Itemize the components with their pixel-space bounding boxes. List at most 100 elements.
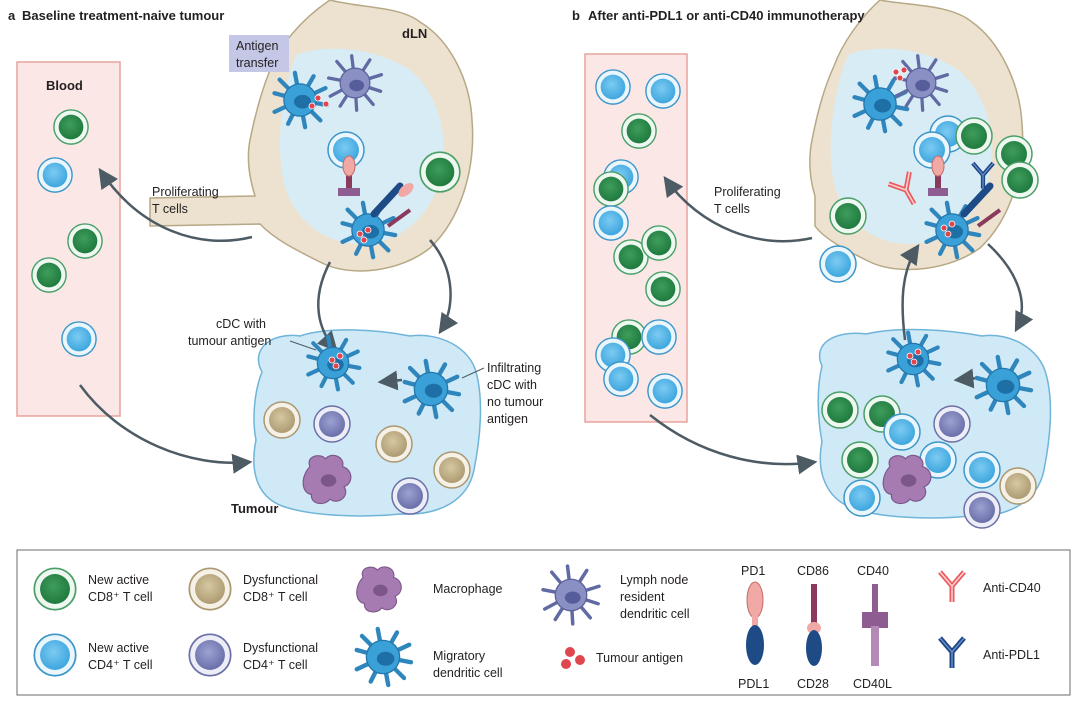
tumour-antigen-dot: [910, 358, 918, 366]
legend-cd86-cd28-icon: [806, 584, 822, 666]
legend-cd4-active-1: New active: [88, 641, 149, 655]
legend-cd4-dys-1: Dysfunctional: [243, 641, 318, 655]
cells-layer: [31, 54, 1039, 529]
tumour-antigen-dot: [336, 352, 344, 360]
cd8-t-cell-icon: [829, 197, 867, 235]
dysfunctional-cd4-icon: [391, 477, 429, 515]
legend-tumour-antigen-icon: [561, 647, 585, 669]
arrows-b: [649, 175, 1034, 475]
tumour-antigen-dot: [360, 236, 368, 244]
tumour-antigen-dot: [328, 356, 336, 364]
legend-pd1: PD1: [741, 564, 765, 578]
cd4-t-cell-icon: [595, 69, 631, 105]
legend-cd8-dys-2: CD8⁺ T cell: [243, 590, 308, 604]
legend-cd4-dys-icon: [188, 633, 232, 677]
dysfunctional-cd4-icon: [933, 405, 971, 443]
legend-lymph-dc-2: resident: [620, 590, 665, 604]
cd8-t-cell-icon: [67, 223, 103, 259]
panel-b-title: After anti-PDL1 or anti-CD40 immunothera…: [588, 8, 865, 23]
cd8-t-cell-icon: [593, 171, 629, 207]
labels: a Baseline treatment-naive tumour b Afte…: [8, 8, 1041, 691]
cd8-t-cell-icon: [841, 441, 879, 479]
tumour-antigen-dot: [322, 100, 330, 108]
legend-lymph-dc-1: Lymph node: [620, 573, 688, 587]
legend-cd40: CD40: [857, 564, 889, 578]
legend-cd8-dys-icon: [188, 567, 232, 611]
cd4-t-cell-icon: [645, 73, 681, 109]
legend-cd8-active-1: New active: [88, 573, 149, 587]
tumour-antigen-dot: [914, 348, 922, 356]
cdc-antigen-line-2: tumour antigen: [188, 334, 271, 348]
legend-cd28: CD28: [797, 677, 829, 691]
legend-lymph-dc-3: dendritic cell: [620, 607, 689, 621]
antigen-transfer-line-1: Antigen: [236, 39, 278, 53]
legend-cd8-active-2: CD8⁺ T cell: [88, 590, 153, 604]
infiltrating-line-3: no tumour: [487, 395, 543, 409]
legend-pdl1: PDL1: [738, 677, 769, 691]
tumour-antigen-dot: [308, 102, 316, 110]
panel-b-letter: b: [572, 8, 580, 23]
cd4-t-cell-icon: [963, 451, 1001, 489]
legend-cd40l: CD40L: [853, 677, 892, 691]
tumour-antigen-dot: [944, 230, 952, 238]
cd4-t-cell-icon: [61, 321, 97, 357]
legend-cd40-cd40l-icon: [862, 584, 888, 666]
cd4-t-cell-icon: [37, 157, 73, 193]
cdc-antigen-line-1: cDC with: [216, 317, 266, 331]
cd4-t-cell-icon: [883, 413, 921, 451]
panel-a-title: Baseline treatment-naive tumour: [22, 8, 224, 23]
legend-box: [16, 549, 1071, 696]
legend-macrophage: Macrophage: [433, 582, 503, 596]
legend-migratory-1: Migratory: [433, 649, 486, 663]
tumour-antigen-dot: [892, 68, 900, 76]
dysfunctional-cd8-icon: [263, 401, 301, 439]
panel-a-letter: a: [8, 8, 16, 23]
tumour-label: Tumour: [231, 501, 278, 516]
proliferating-a-line-1: Proliferating: [152, 185, 219, 199]
cd4-t-cell-icon: [593, 205, 629, 241]
tumour-antigen-dot: [314, 94, 322, 102]
legend-cd4-active-2: CD4⁺ T cell: [88, 658, 153, 672]
infiltrating-line-1: Infiltrating: [487, 361, 541, 375]
synapse-b: [889, 155, 1002, 228]
dysfunctional-cd4-icon: [313, 405, 351, 443]
proliferating-b-line-1: Proliferating: [714, 185, 781, 199]
legend-tumour-antigen: Tumour antigen: [596, 651, 683, 665]
tumour-antigen-dot: [906, 352, 914, 360]
proliferating-b-line-2: T cells: [714, 202, 750, 216]
legend-cd86: CD86: [797, 564, 829, 578]
antigen-transfer-box: [229, 35, 289, 72]
cd8-t-cell-icon: [641, 225, 677, 261]
tumour-antigen-dot: [900, 66, 908, 74]
cd8-t-cell-icon: [1001, 161, 1039, 199]
tumour-antigen-dot: [332, 362, 340, 370]
dysfunctional-cd4-icon: [963, 491, 1001, 529]
synapse-a: [338, 155, 414, 228]
dysfunctional-cd8-icon: [999, 467, 1037, 505]
infiltrating-line-4: antigen: [487, 412, 528, 426]
tumour-antigen-dot: [364, 226, 372, 234]
cd8-t-cell-icon: [621, 113, 657, 149]
cd8-t-cell-icon: [31, 257, 67, 293]
dysfunctional-cd8-icon: [375, 425, 413, 463]
cd4-t-cell-icon: [603, 361, 639, 397]
cd4-t-cell-icon: [843, 479, 881, 517]
dln-label: dLN: [402, 26, 427, 41]
cd8-t-cell-icon: [955, 117, 993, 155]
cd4-t-cell-icon: [819, 245, 857, 283]
cd8-t-cell-icon: [645, 271, 681, 307]
cd4-t-cell-icon: [647, 373, 683, 409]
tumour-antigen-dot: [356, 230, 364, 238]
legend-cd8-dys-1: Dysfunctional: [243, 573, 318, 587]
tumour-antigen-dot: [896, 74, 904, 82]
legend-cd4-dys-2: CD4⁺ T cell: [243, 658, 308, 672]
legend-cd4-active-icon: [33, 633, 77, 677]
legend-anti-cd40: Anti-CD40: [983, 581, 1041, 595]
tumour-antigen-dot: [940, 224, 948, 232]
legend-anti-pdl1: Anti-PDL1: [983, 648, 1040, 662]
tumour-antigen-dot: [948, 220, 956, 228]
legend-cd8-active-icon: [33, 567, 77, 611]
cd4-t-cell-icon: [641, 319, 677, 355]
legend-migratory-2: dendritic cell: [433, 666, 502, 680]
